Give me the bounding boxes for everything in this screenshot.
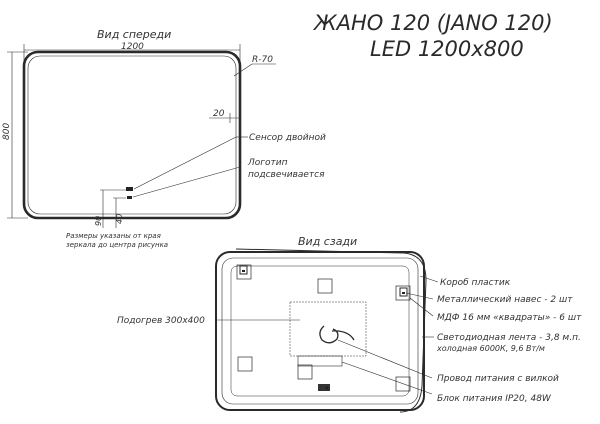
mdf-square [395,376,411,392]
title-model: ЖАНО 120 (JANO 120) [312,11,553,35]
power-cable [319,325,355,344]
front-view-label: Вид спереди [97,28,171,41]
front-mirror [22,50,242,220]
sensor-callout: Сенсор двойной [133,133,326,190]
height-value: 800 [2,123,12,140]
logo-label-line1: Логотип [247,158,288,168]
psu-callout: Блок питания IP20, 48W [341,361,552,404]
title-spec: LED 1200x800 [370,37,524,61]
heater-label: Подогрев 300x400 [117,316,205,326]
mdf-square [297,364,313,380]
logo-mark [127,196,132,199]
cable-callout: Провод питания с вилкой [337,339,559,384]
hanger [399,287,408,297]
right-offset-dimension: 20 [209,109,240,123]
cable-plug [325,386,329,390]
mdf-square [395,285,411,301]
hanger-callout: Металлический навес - 2 шт [405,292,573,305]
mdf-square [236,264,252,280]
heater-callout: Подогрев 300x400 [117,316,300,326]
hangers [239,265,408,297]
width-dimension: 1200 [23,42,241,80]
cable-clamp [318,384,330,391]
heater-pad [289,301,367,357]
width-value: 1200 [121,42,144,52]
mdf-squares [236,264,411,392]
logo-callout: Логотип подсвечивается [132,158,325,198]
led-label-line1: Светодиодная лента - 3,8 м.п. [437,333,581,343]
hanger-slot [402,292,405,294]
led-callout: Светодиодная лента - 3,8 м.п. холодная 6… [422,333,581,353]
hanger [239,265,248,275]
hanger-label: Металлический навес - 2 шт [437,295,573,305]
hanger-slot [242,270,245,272]
psu-label: Блок питания IP20, 48W [437,394,552,404]
logo-label-line2: подсвечивается [248,170,325,180]
sensor-label: Сенсор двойной [249,133,326,143]
led-label-line2: холодная 6000К, 9,6 Вт/м [436,344,545,353]
back-view-label: Вид сзади [298,235,357,248]
cable-label: Провод питания с вилкой [437,374,559,384]
mdf-square [317,278,333,294]
sensor-mark [126,187,133,191]
radius-callout: R-70 [233,55,276,77]
bottom-offset-a: 90 [94,216,103,226]
mdf-square [237,356,253,372]
box-label: Короб пластик [440,278,511,288]
power-unit [297,355,343,367]
bottom-offset-dimensions: 90 40 [94,189,126,228]
right-offset-value: 20 [213,109,225,119]
box-callout: Короб пластик [419,275,511,288]
radius-value: R-70 [252,55,273,65]
back-mirror [215,248,427,413]
mdf-label: МДФ 16 мм «квадраты» - 6 шт [437,313,582,323]
height-dimension: 800 [2,51,28,219]
dimensions-note-line2: зеркала до центра рисунка [66,241,168,249]
mdf-callout: МДФ 16 мм «квадраты» - 6 шт [409,297,582,323]
dimensions-note-line1: Размеры указаны от края [66,232,161,240]
bottom-offset-b: 40 [115,214,124,224]
